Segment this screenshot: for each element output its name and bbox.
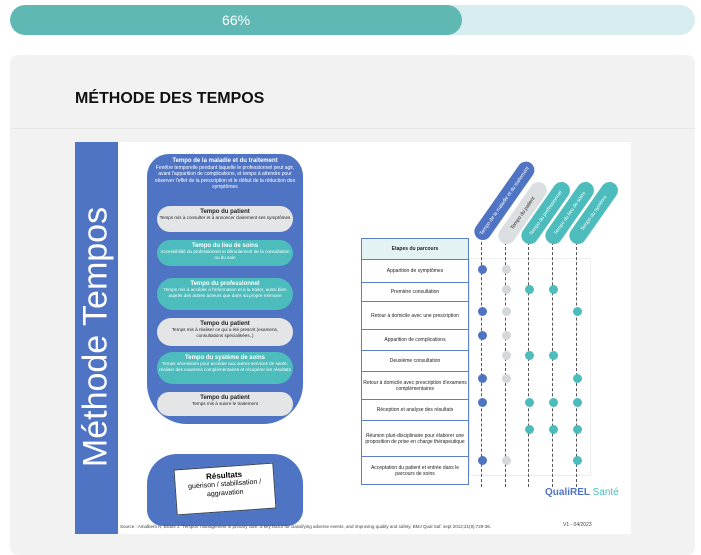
tempo-dot [548, 425, 558, 434]
pill-text: Temps mis à suivre le traitement [192, 401, 258, 406]
tempo-dot [548, 284, 558, 294]
tempo-dot [501, 307, 511, 316]
tempo-dot [524, 284, 534, 294]
table-row: Réception et analyse des résultats [362, 399, 468, 420]
pill-text: Temps mis à consulter et à annoncer clai… [159, 215, 291, 220]
column-line [481, 242, 482, 487]
pill-title: Tempo du patient [200, 321, 250, 327]
divider [10, 128, 695, 129]
tempo-dot [572, 425, 582, 434]
tempo-dot [501, 350, 511, 360]
source-citation: Source : Amalberti R, Brami J. 'Tempos' … [120, 524, 492, 529]
pill-title: Tempo du système de soins [185, 355, 265, 361]
table-row: Apparition de complications [362, 329, 468, 350]
tempo-dot [501, 284, 511, 294]
tempo-dot [524, 425, 534, 434]
table-row: Première consultation [362, 282, 468, 301]
tempo-dot [572, 307, 582, 316]
progress-label: 66% [222, 12, 251, 28]
pill-title: Tempo du professionnel [190, 281, 260, 287]
table-header: Etapes du parcours [362, 239, 468, 259]
progress-fill: 66% [10, 5, 463, 35]
table-row: Retour à domicile avec prescription d'ex… [362, 371, 468, 399]
tempo-grid [469, 258, 591, 476]
column-line [552, 242, 553, 487]
table-row: Acceptation du patient et entrée dans le… [362, 456, 468, 484]
pill-title: Tempo du lieu de soins [191, 243, 259, 249]
pill-title: Tempo du patient [200, 395, 250, 401]
section-title: MÉTHODE DES TEMPOS [75, 90, 265, 107]
tempo-dot [477, 397, 487, 407]
side-title: Méthode Tempos [76, 206, 115, 468]
tempo-dot [501, 374, 511, 383]
progress-bar: 66% [10, 5, 695, 35]
tempo-dot [501, 456, 511, 465]
tempo-dot [477, 330, 487, 340]
tempo-dot [501, 264, 511, 274]
pill-title: Tempo du patient [200, 209, 250, 215]
tempo-dot [501, 330, 511, 340]
pill-text: Temps mis à réaliser ce qui a été prescr… [171, 327, 279, 338]
version: V1 - 04/2023 [563, 522, 592, 528]
column-line [505, 242, 506, 487]
table-row: Apparition de symptômes [362, 259, 468, 282]
tempo-dot [477, 307, 487, 316]
pill-text: Temps nécessaire pour accéder aux autres… [159, 361, 291, 372]
side-title-strip: Méthode Tempos [75, 142, 118, 534]
qualirel-logo: QualiREL Santé [545, 487, 619, 498]
column-line [528, 242, 529, 487]
tempo-dot [477, 374, 487, 383]
table-row: Réunion pluri-disciplinaire pour élabore… [362, 420, 468, 456]
tempo-dot [524, 350, 534, 360]
tempo-dot [524, 397, 534, 407]
pill-text: Temps mis à accéder à l'information et à… [163, 287, 287, 298]
tempo-dot [548, 397, 558, 407]
panel-title: Tempo de la maladie et du traitement [172, 158, 278, 164]
results-text: guérison / stabilisation / aggravation [187, 478, 262, 499]
pill-text: Accessibilité du professionnel et déroul… [160, 249, 290, 260]
table-row: Deuxième consultation [362, 350, 468, 371]
column-line [576, 242, 577, 487]
tempo-dot [572, 374, 582, 383]
tempo-dot [477, 456, 487, 465]
tempo-dot [572, 397, 582, 407]
tempo-dot [572, 456, 582, 465]
table-row: Retour à domicile avec une prescription [362, 301, 468, 329]
tempos-infographic: Méthode Tempos Tempo de la maladie et du… [75, 142, 631, 534]
tempo-dot [548, 350, 558, 360]
tempo-dot [477, 264, 487, 274]
panel-text: Fenêtre temporelle pendant laquelle le p… [154, 164, 296, 191]
